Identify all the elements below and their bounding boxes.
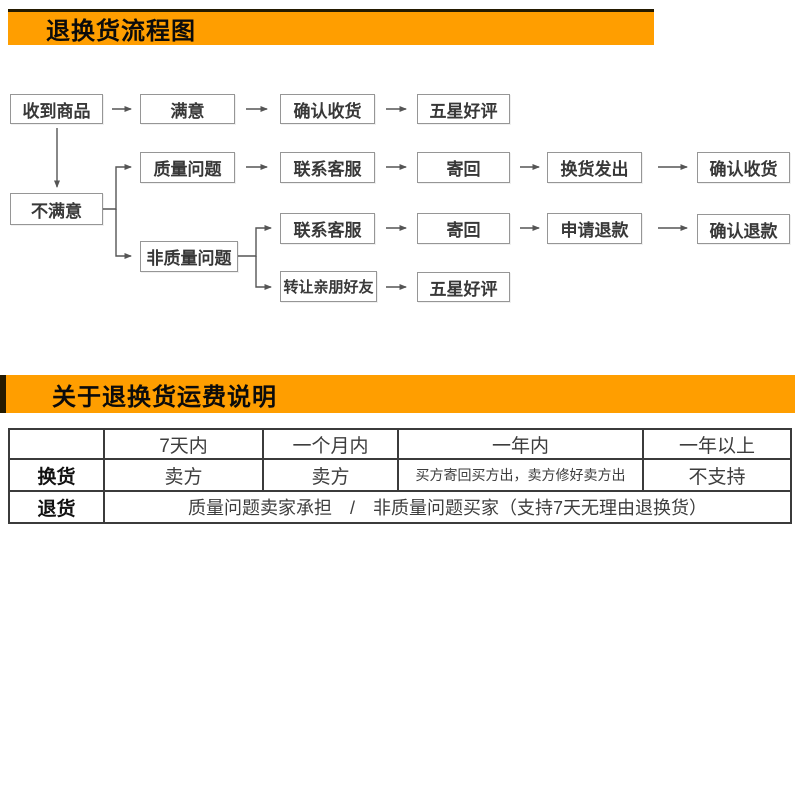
exchange-row-label: 换货 bbox=[8, 458, 105, 492]
fee-header-over-a-year: 一年以上 bbox=[642, 428, 792, 460]
flow-box-satisfied: 满意 bbox=[140, 94, 235, 124]
exchange-one-month-cell: 卖方 bbox=[262, 458, 399, 492]
flow-box-five-star-1: 五星好评 bbox=[417, 94, 510, 124]
exchange-7-days-cell: 卖方 bbox=[103, 458, 264, 492]
flow-box-send-back-1: 寄回 bbox=[417, 152, 510, 183]
flow-box-confirm-receipt-2: 确认收货 bbox=[697, 152, 790, 183]
flow-box-received-goods: 收到商品 bbox=[10, 94, 103, 124]
return-row-label: 退货 bbox=[8, 490, 105, 524]
fee-header-7-days: 7天内 bbox=[103, 428, 264, 460]
flow-box-send-back-2: 寄回 bbox=[417, 213, 510, 244]
flow-box-confirm-refund: 确认退款 bbox=[697, 214, 790, 244]
flow-section-title: 退换货流程图 bbox=[46, 18, 196, 45]
flow-box-contact-service-2: 联系客服 bbox=[280, 213, 375, 244]
flow-connectors-svg bbox=[54, 106, 688, 290]
fee-header-one-year: 一年内 bbox=[397, 428, 644, 460]
flow-box-five-star-2: 五星好评 bbox=[417, 272, 510, 302]
exchange-one-year-cell: 买方寄回买方出，卖方修好卖方出 bbox=[397, 458, 644, 492]
flow-box-quality-issue: 质量问题 bbox=[140, 152, 235, 183]
fee-header-one-month: 一个月内 bbox=[262, 428, 399, 460]
flow-box-exchange-sent: 换货发出 bbox=[547, 152, 642, 183]
flow-section-banner: 退换货流程图 bbox=[8, 9, 654, 45]
fees-section-title: 关于退换货运费说明 bbox=[52, 383, 277, 411]
fee-table-exchange-row: 换货 卖方 卖方 买方寄回买方出，卖方修好卖方出 不支持 bbox=[8, 458, 792, 492]
flow-box-apply-refund: 申请退款 bbox=[547, 213, 642, 244]
fee-table-header-row: 7天内 一个月内 一年内 一年以上 bbox=[8, 428, 792, 460]
flow-box-confirm-receipt-1: 确认收货 bbox=[280, 94, 375, 124]
fee-header-empty bbox=[8, 428, 105, 460]
return-policy-cell: 质量问题卖家承担 / 非质量问题买家（支持7天无理由退换货） bbox=[103, 490, 792, 524]
flow-box-non-quality-issue: 非质量问题 bbox=[140, 241, 238, 272]
fees-section-banner: 关于退换货运费说明 bbox=[0, 375, 795, 413]
flow-box-contact-service-1: 联系客服 bbox=[280, 152, 375, 183]
flow-box-transfer-to-friends: 转让亲朋好友 bbox=[280, 271, 377, 302]
flow-box-unsatisfied: 不满意 bbox=[10, 193, 103, 225]
fee-table: 7天内 一个月内 一年内 一年以上 换货 卖方 卖方 买方寄回买方出，卖方修好卖… bbox=[8, 428, 792, 524]
exchange-over-a-year-cell: 不支持 bbox=[642, 458, 792, 492]
fee-table-return-row: 退货 质量问题卖家承担 / 非质量问题买家（支持7天无理由退换货） bbox=[8, 490, 792, 524]
